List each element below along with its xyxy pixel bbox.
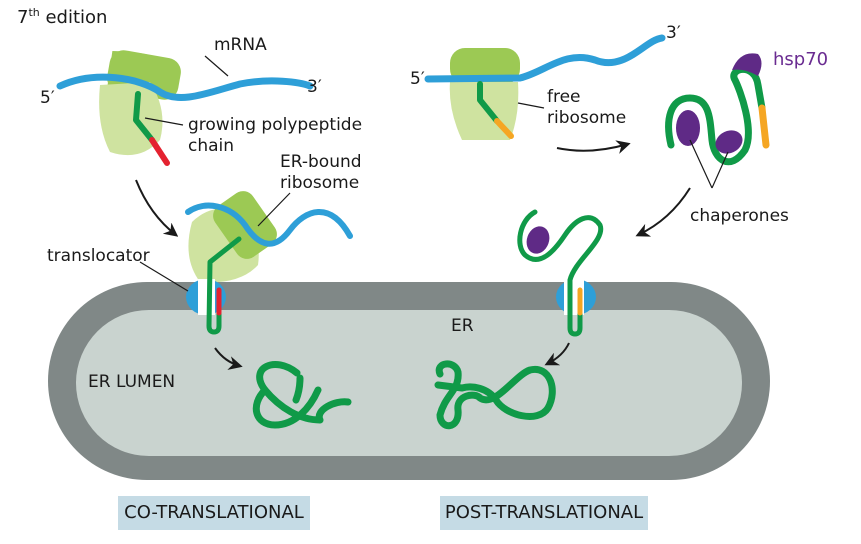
polypeptide-chain-right (477, 81, 500, 124)
mrna-er-bound (185, 202, 353, 247)
signal-sequence-orange (494, 118, 514, 139)
label-growing-chain-2: chain (188, 136, 235, 156)
translocator-right (556, 279, 596, 315)
chaperone-on-post-chain (526, 226, 550, 254)
label-growing-chain-1: growing polypeptide (188, 115, 363, 135)
er-lumen (76, 310, 742, 456)
free-ribosome-leader-line (517, 102, 545, 109)
hsp70-chaperone (732, 53, 762, 76)
chain-leader-line (144, 117, 184, 126)
label-5prime-left: 5′ (40, 88, 55, 108)
label-chaperones: chaperones (690, 206, 789, 226)
label-3prime-right: 3′ (666, 23, 681, 43)
er-bound-leader-line (257, 192, 291, 227)
label-er: ER (451, 316, 474, 336)
er-bound-ribosome (188, 191, 277, 283)
edition-label: 7th edition (17, 7, 107, 28)
mrna-right (424, 34, 666, 83)
polypeptide-chain-left (133, 91, 155, 143)
label-er-bound-1: ER-bound (280, 152, 362, 172)
mrna-leader-line (204, 55, 229, 77)
caption-post-translational: POST-TRANSLATIONAL (440, 496, 648, 530)
edition-suffix: th (28, 6, 40, 19)
label-free-ribosome-2: ribosome (547, 108, 627, 128)
cytosolic-ribosome-left (99, 50, 181, 156)
arrow-into-lumen-right (544, 342, 570, 366)
label-er-bound-2: ribosome (280, 173, 360, 193)
chaperone-bound-chain (665, 65, 766, 166)
caption-co-translational: CO-TRANSLATIONAL (118, 496, 310, 530)
post-translational-chain (517, 209, 604, 337)
arrow-into-lumen-left (214, 347, 243, 370)
free-ribosome (449, 48, 520, 140)
arrow-to-post-translocator (635, 187, 691, 237)
chaperone-2 (715, 130, 743, 154)
arrow-to-er-bound (135, 179, 179, 237)
er-membrane (48, 282, 770, 480)
arrow-to-chaperones (556, 140, 631, 154)
chaperone-leader-2 (711, 151, 729, 189)
edition-text: edition (45, 7, 108, 28)
label-hsp70: hsp70 (773, 49, 829, 70)
folded-protein-post (434, 360, 556, 430)
chaperone-chain-signal (758, 104, 770, 149)
label-er-lumen: ER LUMEN (88, 372, 176, 392)
mrna-left (56, 73, 314, 102)
label-free-ribosome-1: free (547, 87, 581, 107)
chaperone-1 (676, 110, 700, 146)
label-translocator: translocator (47, 246, 150, 266)
folded-protein-co-loop (252, 386, 322, 429)
edition-number: 7 (17, 7, 29, 28)
polypeptide-through-translocator (206, 236, 242, 335)
signal-sequence-red (149, 137, 170, 166)
label-3prime-left: 3′ (307, 77, 322, 97)
label-mrna: mRNA (214, 35, 267, 55)
chaperone-leader-1 (689, 139, 713, 189)
translocator-leader-line (139, 261, 189, 292)
label-5prime-right: 5′ (410, 69, 425, 89)
